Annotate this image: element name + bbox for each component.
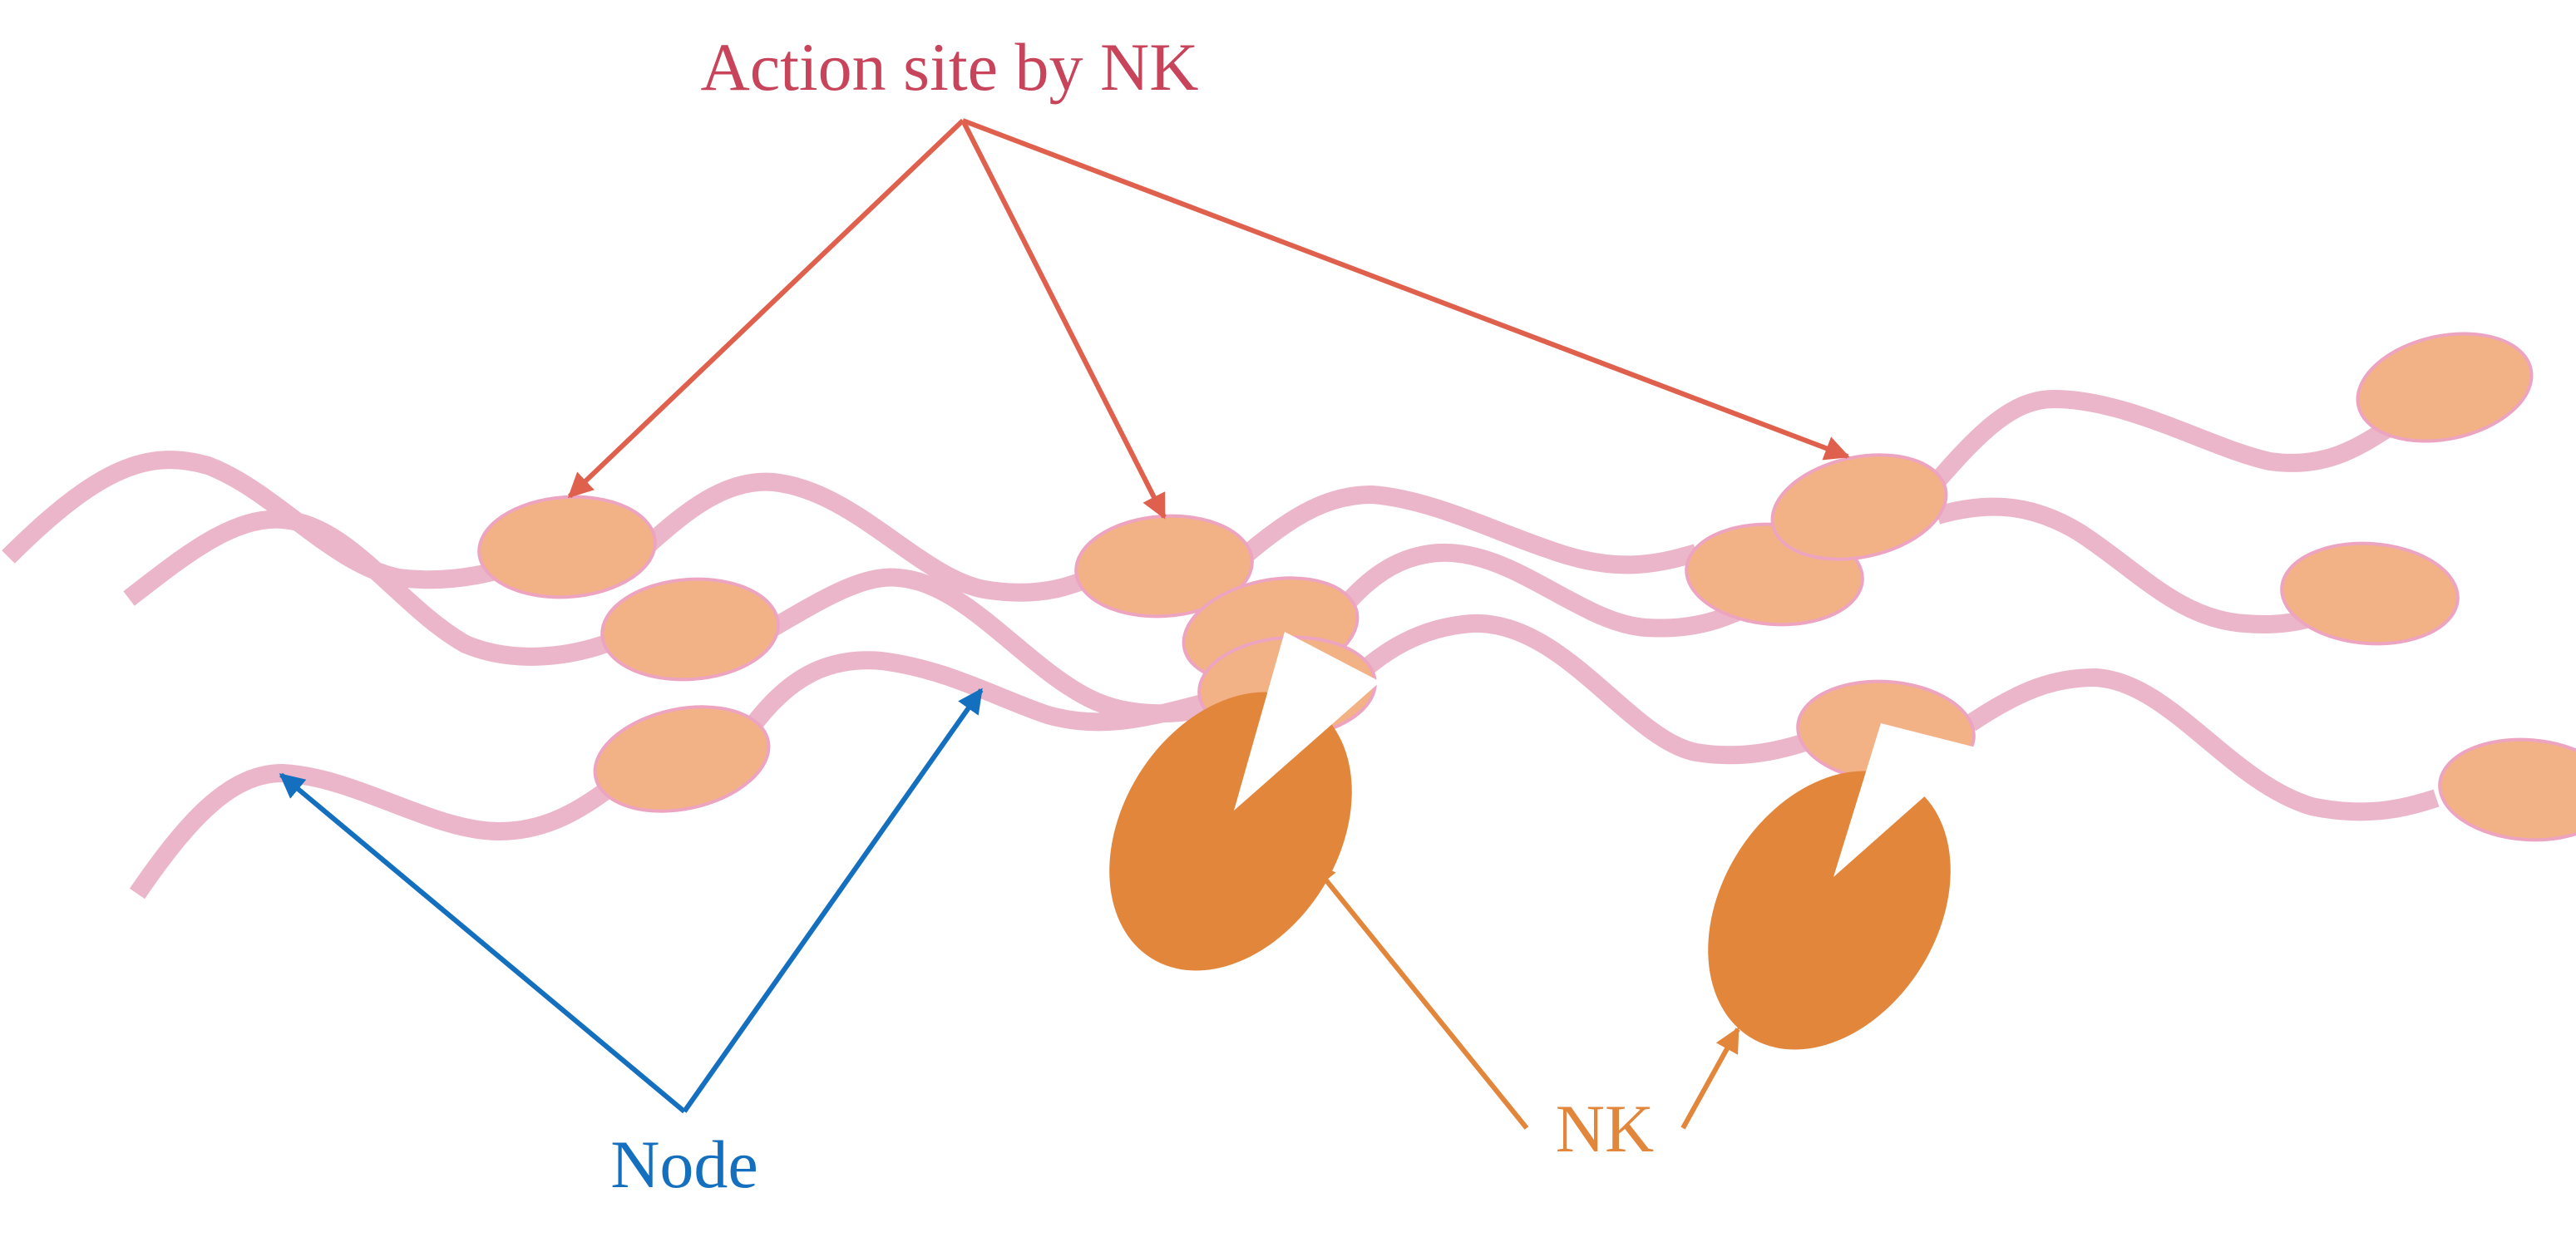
fiber-strand-6 [741, 651, 1208, 737]
fiber-strand-5 [129, 764, 613, 899]
node-group [477, 332, 2576, 842]
action-arrow-3 [961, 118, 1850, 461]
nk-cell-mouth [1234, 632, 1380, 811]
nk-arrow-2 [1680, 1027, 1740, 1130]
action-site-arrows [567, 118, 1850, 520]
nk-label: NK [1556, 1091, 1654, 1166]
fiber-strand-9 [1323, 614, 1816, 765]
nk-cell-2 [1708, 723, 1979, 1050]
nk-arrows [1310, 860, 1740, 1130]
fiber-strand-10 [1922, 390, 2400, 497]
fiber-strand-12 [1965, 668, 2440, 821]
fiber-group [2, 390, 2440, 899]
node-ellipse [2356, 332, 2534, 443]
node-ellipse [600, 577, 780, 682]
nk-cell-mouth [1833, 723, 1979, 877]
node-arrows [279, 688, 984, 1114]
action-arrow-1 [567, 118, 965, 499]
fiber-strand-8 [1298, 543, 1784, 663]
node-label: Node [610, 1126, 758, 1202]
node-ellipse [593, 705, 771, 813]
node-ellipse [477, 495, 657, 599]
nk-cell-body [1708, 771, 1951, 1050]
node-ellipse [2280, 541, 2460, 646]
node-arrow-2 [682, 688, 984, 1113]
node-arrow-1 [279, 772, 686, 1114]
nk-arrow-1 [1310, 860, 1529, 1130]
fiber-strand-3 [642, 472, 1102, 602]
action-site-label: Action site by NK [701, 29, 1199, 105]
node-ellipse [2438, 737, 2576, 842]
nk-cell-1 [1109, 632, 1380, 971]
fiber-strand-7 [1207, 485, 1700, 589]
nk-cell-body [1109, 692, 1352, 971]
fiber-strand-2 [123, 510, 619, 666]
action-arrow-2 [960, 119, 1167, 520]
